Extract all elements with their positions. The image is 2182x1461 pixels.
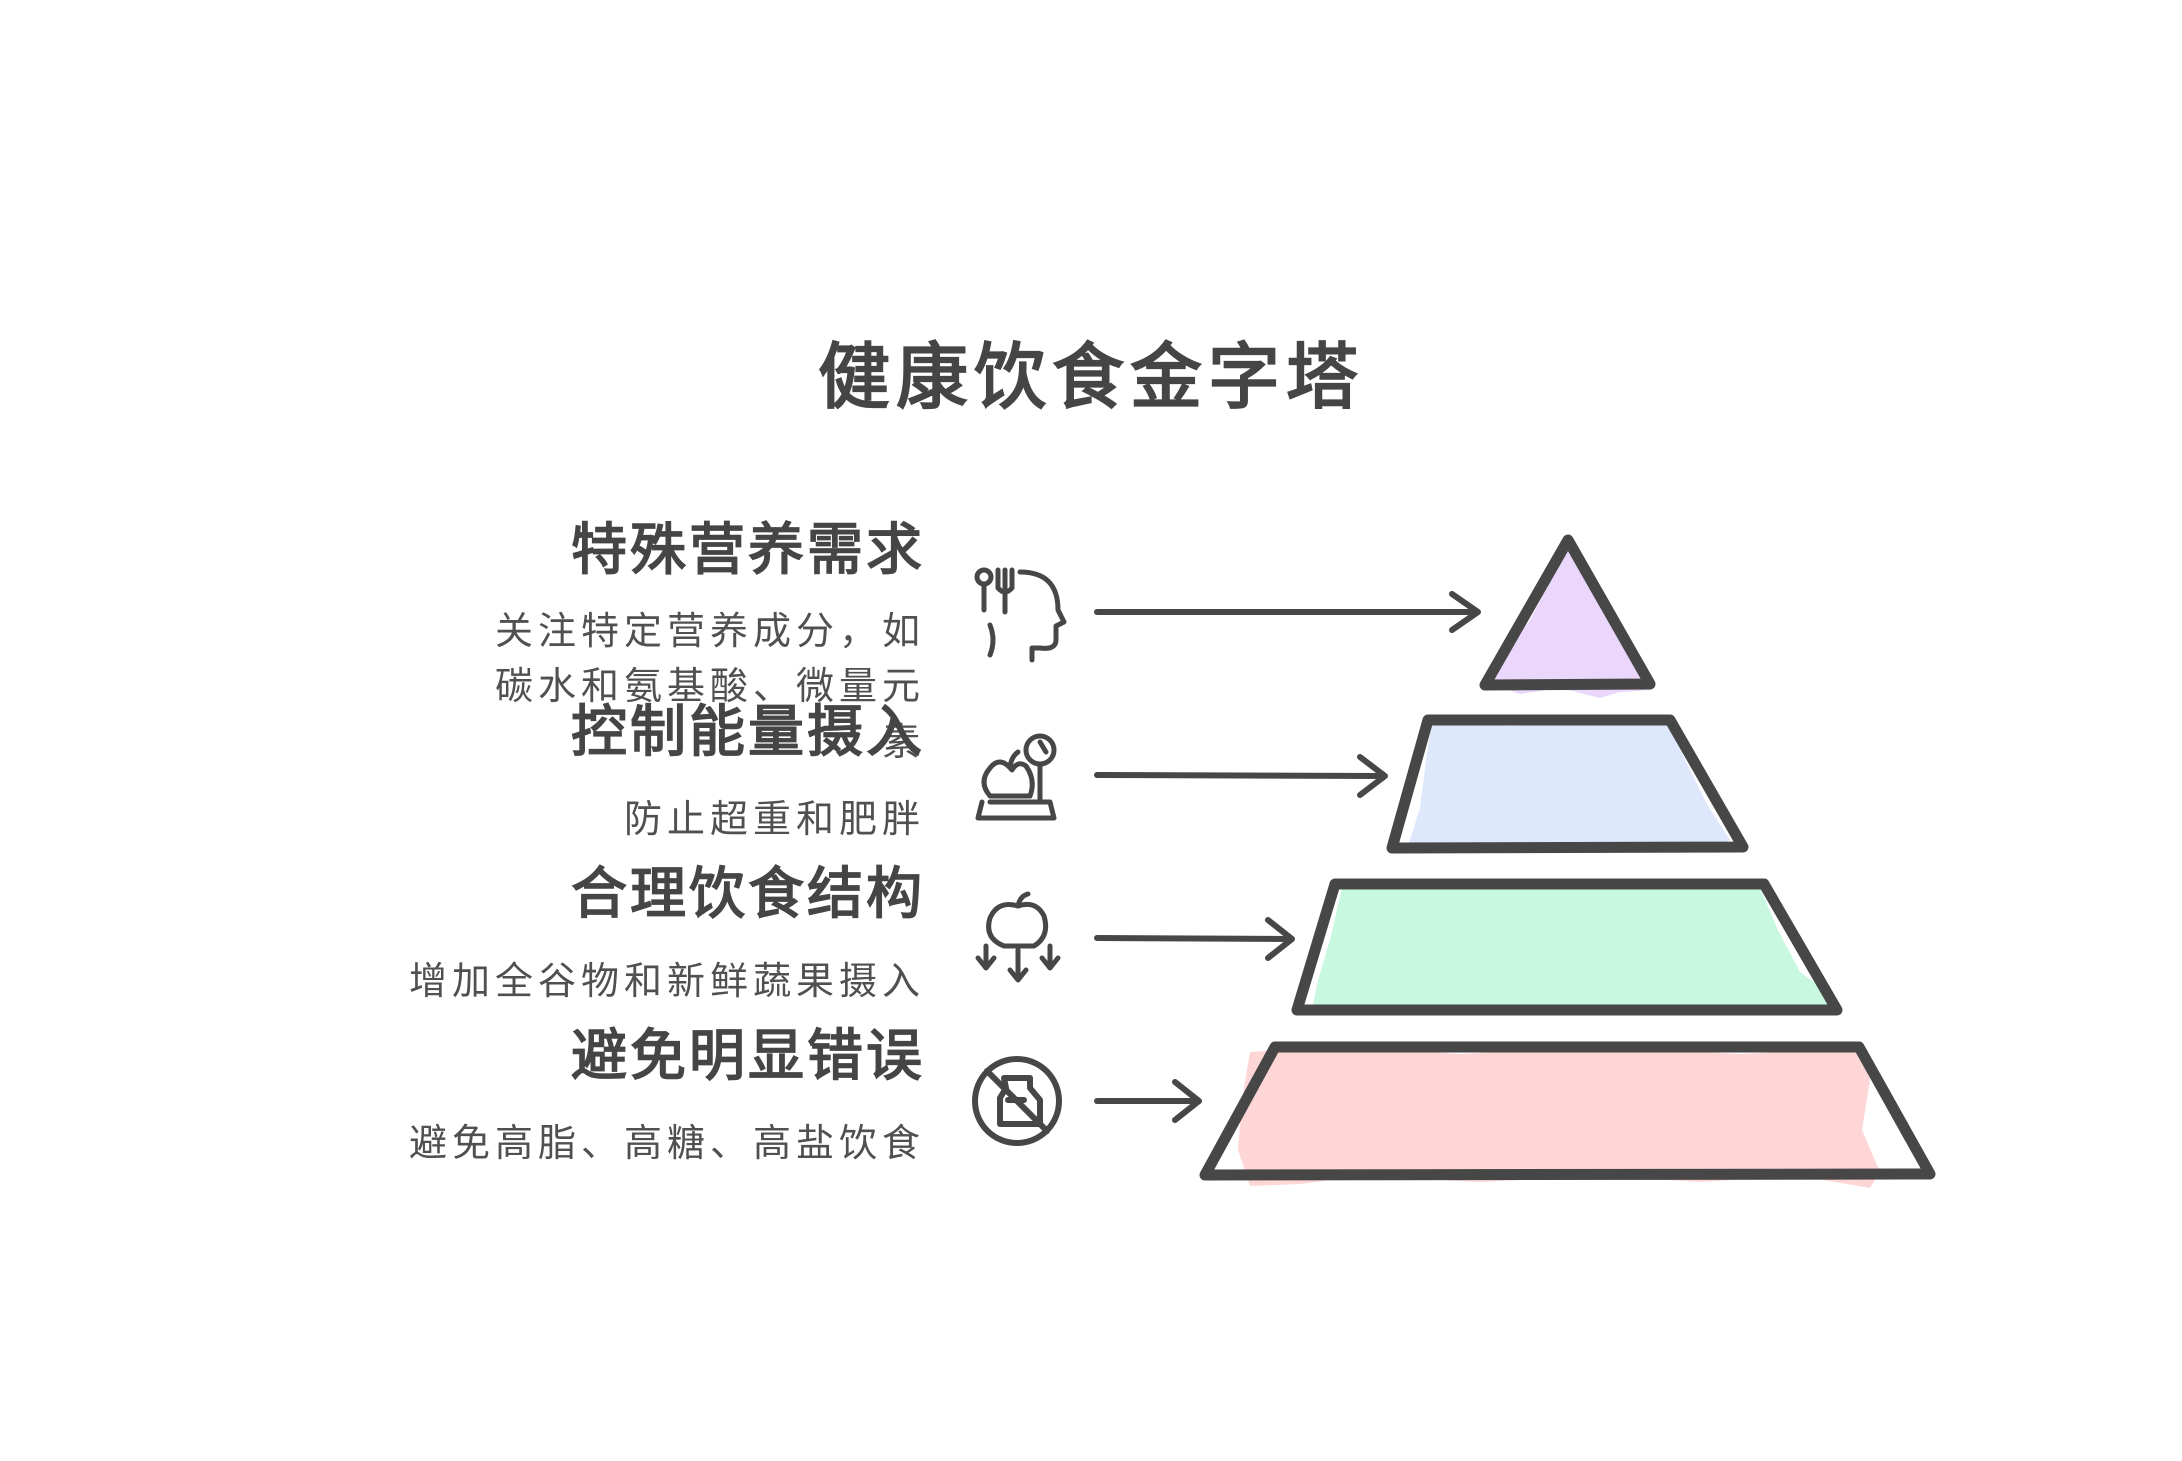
- level-description: 关注特定营养成分，如碳水和氨基酸、微量元素: [494, 609, 925, 764]
- scale-apple-icon: [975, 733, 1057, 821]
- level-description: 避免高脂、高糖、高盐饮食: [408, 1121, 925, 1166]
- tier-2-fill: [1408, 720, 1730, 852]
- level-label-4: 避免明显错误 避免高脂、高糖、高盐饮食: [225, 1024, 925, 1171]
- level-heading: 避免明显错误: [571, 1023, 925, 1089]
- arrow-2: [1094, 754, 1388, 798]
- fruit-arrows-icon: [975, 891, 1061, 983]
- pyramid-fills: [1238, 548, 1880, 1188]
- pyramid-outlines: [1199, 534, 1936, 1181]
- tier-1-fill: [1492, 548, 1652, 698]
- no-milk-icon: [972, 1056, 1062, 1146]
- arrow-1: [1094, 591, 1481, 633]
- level-label-2: 控制能量摄入 防止超重和肥胖: [225, 700, 925, 847]
- tier-3-outline: [1291, 878, 1843, 1016]
- level-label-3: 合理饮食结构 增加全谷物和新鲜蔬果摄入: [225, 862, 925, 1009]
- tier-2-outline: [1386, 714, 1749, 854]
- level-description: 增加全谷物和新鲜蔬果摄入: [408, 959, 925, 1004]
- tier-4-fill: [1238, 1046, 1880, 1188]
- arrow-4: [1094, 1079, 1202, 1123]
- level-heading: 合理饮食结构: [571, 861, 925, 927]
- tier-3-fill: [1312, 880, 1838, 1012]
- head-cutlery-icon: [974, 567, 1067, 663]
- tier-4-outline: [1199, 1041, 1936, 1181]
- level-description: 防止超重和肥胖: [623, 797, 925, 842]
- arrows: [1094, 591, 1481, 1123]
- level-label-1: 特殊营养需求 关注特定营养成分，如碳水和氨基酸、微量元素: [225, 518, 925, 770]
- page-title: 健康饮食金字塔: [817, 334, 1364, 419]
- level-heading: 控制能量摄入: [571, 699, 925, 765]
- tier-1-outline: [1479, 534, 1656, 691]
- level-heading: 特殊营养需求: [571, 517, 925, 583]
- arrow-3: [1094, 917, 1295, 961]
